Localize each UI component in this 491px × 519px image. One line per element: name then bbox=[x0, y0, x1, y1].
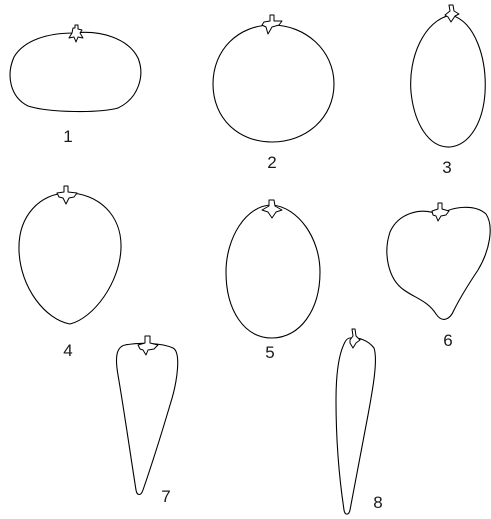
fruit-shape-4: 4 bbox=[19, 186, 121, 360]
fruit-outline-5 bbox=[226, 205, 320, 338]
stem-calyx-icon-3 bbox=[445, 5, 459, 22]
stem-calyx-icon-2 bbox=[262, 15, 282, 34]
fruit-outline-2 bbox=[213, 25, 334, 142]
shape-number-1: 1 bbox=[63, 127, 72, 146]
fruit-shape-2: 2 bbox=[213, 15, 334, 172]
stem-calyx-icon-5 bbox=[262, 200, 282, 218]
fruit-outline-8 bbox=[336, 338, 375, 514]
fruit-outline-7 bbox=[116, 343, 177, 494]
fruit-shape-1: 1 bbox=[10, 25, 141, 146]
stem-calyx-icon-7 bbox=[138, 336, 158, 355]
stem-calyx-icon-4 bbox=[57, 186, 77, 204]
fruit-outline-1 bbox=[10, 32, 141, 111]
fruit-shape-5: 5 bbox=[226, 200, 320, 362]
shape-number-3: 3 bbox=[442, 158, 451, 177]
fruit-outline-6 bbox=[387, 207, 490, 319]
fruit-shape-3: 3 bbox=[411, 5, 486, 177]
fruit-outline-4 bbox=[19, 193, 121, 324]
fruit-shape-8: 8 bbox=[336, 329, 383, 514]
stem-calyx-icon-6 bbox=[432, 203, 449, 221]
shape-number-4: 4 bbox=[63, 341, 72, 360]
fruit-outline-3 bbox=[411, 15, 486, 147]
shape-number-7: 7 bbox=[161, 487, 170, 506]
shape-number-8: 8 bbox=[373, 493, 382, 512]
shape-number-6: 6 bbox=[443, 331, 452, 350]
shape-number-2: 2 bbox=[267, 153, 276, 172]
shape-number-5: 5 bbox=[265, 343, 274, 362]
fruit-shape-6: 6 bbox=[387, 203, 490, 350]
stem-calyx-icon-8 bbox=[350, 329, 360, 348]
fruit-shape-7: 7 bbox=[116, 336, 177, 506]
